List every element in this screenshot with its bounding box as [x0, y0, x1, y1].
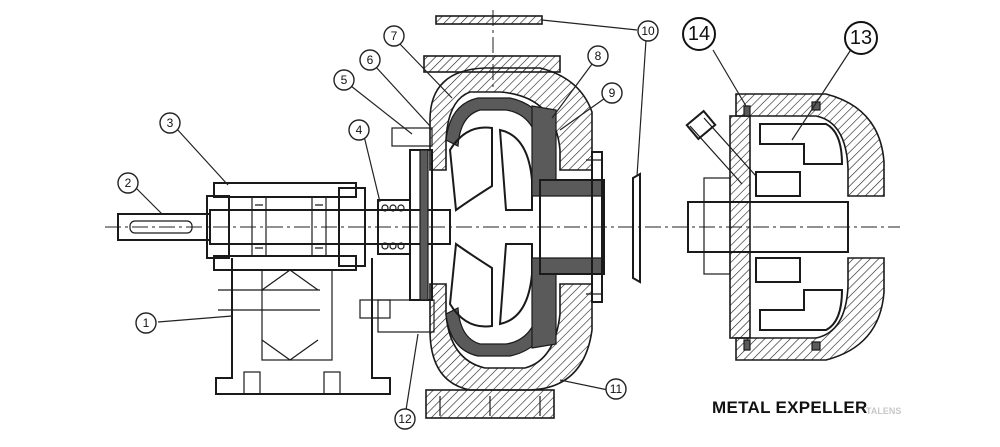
detail-title: METAL EXPELLER [712, 398, 868, 417]
bearing-assembly [206, 182, 366, 271]
callout-8: 8 [587, 45, 609, 67]
svg-text:4: 4 [356, 123, 363, 137]
impeller [448, 126, 533, 328]
stuffing-box [377, 127, 435, 333]
callout-9: 9 [601, 82, 623, 104]
svg-text:13: 13 [850, 27, 872, 49]
svg-text:5: 5 [341, 73, 348, 87]
svg-text:3: 3 [167, 116, 174, 130]
metal-expeller-detail [685, 93, 885, 361]
svg-text:10: 10 [641, 24, 655, 38]
pump-casing [423, 55, 593, 419]
shaft [117, 209, 451, 245]
callout-7: 7 [383, 25, 405, 47]
suction-cover [531, 105, 605, 349]
callout-14: 14 [682, 17, 716, 51]
svg-text:11: 11 [610, 382, 623, 396]
callout-5: 5 [333, 69, 355, 91]
callout-3: 3 [159, 112, 181, 134]
callout-2: 2 [117, 172, 139, 194]
svg-text:2: 2 [125, 176, 132, 190]
discharge-gasket [435, 15, 543, 25]
svg-text:14: 14 [688, 23, 710, 45]
watermark: TALENS [866, 406, 902, 416]
svg-text:6: 6 [367, 53, 374, 67]
callout-12: 12 [394, 408, 416, 430]
svg-text:7: 7 [391, 29, 398, 43]
callout-4: 4 [348, 119, 370, 141]
suction-gasket [632, 172, 641, 284]
callout-11: 11 [605, 378, 627, 400]
frame-base [215, 258, 391, 395]
leader-lines [133, 19, 853, 411]
svg-text:9: 9 [609, 86, 616, 100]
callout-6: 6 [359, 49, 381, 71]
callout-1: 1 [135, 312, 157, 334]
callout-10: 10 [637, 20, 659, 42]
svg-text:8: 8 [595, 49, 602, 63]
callout-13: 13 [844, 21, 878, 55]
svg-text:12: 12 [398, 412, 412, 426]
svg-text:1: 1 [143, 316, 150, 330]
